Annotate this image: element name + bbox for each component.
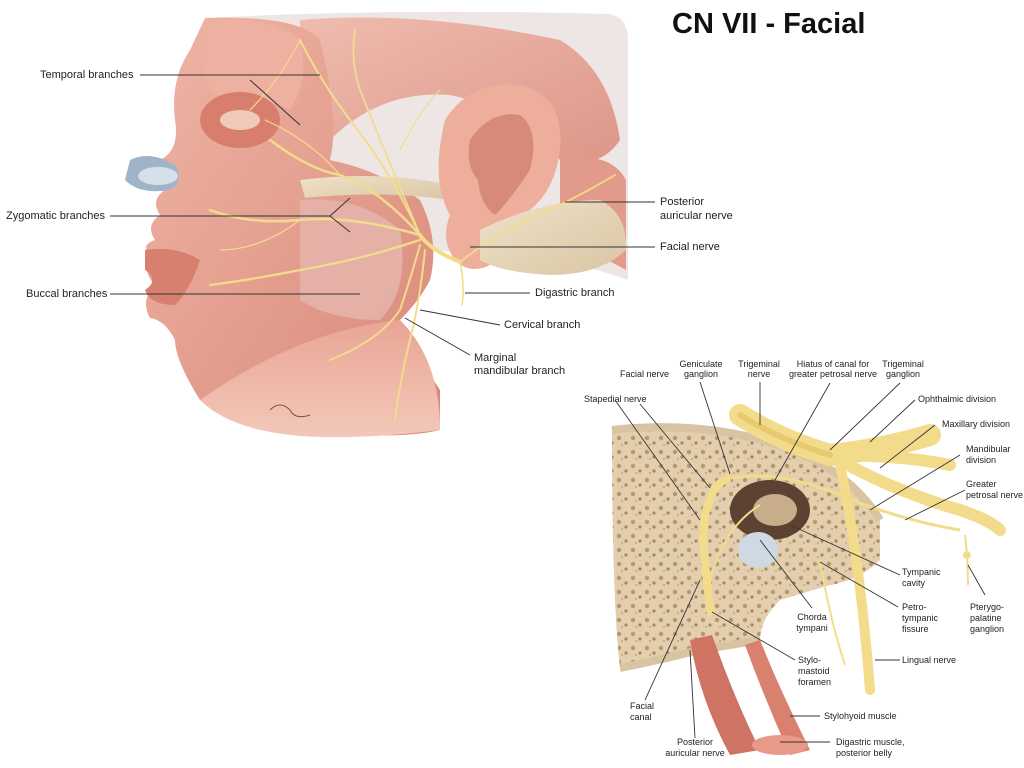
- digastric-muscle: [690, 635, 760, 755]
- detail-leader-lines: [614, 381, 986, 743]
- label-trigeminal-ganglion-2: ganglion: [885, 369, 921, 379]
- label-greater-petrosal-1: Greater: [966, 479, 997, 489]
- facial-nerve-branches: [208, 29, 616, 421]
- label-stylohyoid-muscle: Stylohyoid muscle: [824, 711, 897, 721]
- label-pterygo-2: palatine: [970, 613, 1002, 623]
- pterygopalatine-ganglion: [964, 534, 969, 586]
- label-facial-nerve: Facial nerve: [660, 241, 720, 253]
- petrous-illustration: [611, 404, 1006, 755]
- lips: [145, 248, 200, 305]
- trigeminal-bundles: [729, 404, 1006, 695]
- label-zygomatic-branches: Zygomatic branches: [6, 210, 106, 222]
- label-tympanic-1: Tympanic: [902, 567, 941, 577]
- chorda-tympani: [707, 504, 761, 591]
- label-petro-2: tympanic: [902, 613, 939, 623]
- label-d-facial-nerve: Facial nerve: [620, 369, 670, 379]
- label-trigeminal-nerve-2: nerve: [747, 369, 771, 379]
- label-post-aur-1: Posterior: [676, 737, 713, 747]
- label-stylo-1: Stylo-: [798, 655, 822, 665]
- label-lingual-nerve: Lingual nerve: [902, 655, 957, 665]
- label-digastric-branch: Digastric branch: [535, 287, 615, 299]
- zygomatic-arch: [300, 176, 450, 200]
- nostril: [138, 167, 178, 185]
- label-greater-petrosal-2: petrosal nerve: [966, 490, 1024, 500]
- label-petro-1: Petro-: [902, 602, 927, 612]
- label-posterior-auricular-1: Posterior: [660, 196, 705, 208]
- neck-platysma: [200, 320, 440, 438]
- label-ophthalmic-division: Ophthalmic division: [918, 394, 997, 404]
- label-chorda-2: tympani: [796, 623, 828, 633]
- ear-inner: [468, 114, 534, 215]
- eye: [220, 110, 260, 130]
- stylohyoid-muscle: [745, 640, 810, 755]
- label-digastric-1: Digastric muscle,: [836, 737, 905, 747]
- label-mandibular-2: division: [966, 455, 997, 465]
- label-marginal-2: mandibular branch: [474, 365, 566, 377]
- lingual-nerve: [819, 559, 846, 666]
- frontalis-muscle: [201, 18, 304, 110]
- label-chorda-1: Chorda: [797, 612, 827, 622]
- label-cervical-branch: Cervical branch: [504, 319, 581, 331]
- mastoid-bone: [480, 200, 627, 275]
- label-facial-canal-1: Facial: [630, 701, 655, 711]
- ossicles: [753, 494, 797, 526]
- facial-nerve-canal: [699, 474, 732, 617]
- label-marginal-1: Marginal: [474, 352, 517, 364]
- label-stylo-3: foramen: [798, 677, 832, 687]
- label-pterygo-3: ganglion: [970, 624, 1005, 634]
- slide-title: CN VII - Facial: [672, 8, 866, 40]
- label-geniculate-2: ganglion: [683, 369, 719, 379]
- label-mandibular-1: Mandibular: [966, 444, 1011, 454]
- label-temporal-branches: Temporal branches: [40, 69, 134, 81]
- artist-signature: [269, 404, 311, 418]
- label-stapedial-nerve: Stapedial nerve: [584, 394, 647, 404]
- label-post-aur-2: auricular nerve: [665, 748, 725, 758]
- label-maxillary-division: Maxillary division: [942, 419, 1011, 429]
- label-geniculate-1: Geniculate: [679, 359, 723, 369]
- label-hiatus-1: Hiatus of canal for: [796, 359, 870, 369]
- label-tympanic-2: cavity: [902, 578, 926, 588]
- label-hiatus-2: greater petrosal nerve: [788, 369, 878, 379]
- label-digastric-2: posterior belly: [836, 748, 893, 758]
- cochlear-window: [738, 532, 778, 568]
- label-pterygo-1: Pterygo-: [970, 602, 1005, 612]
- face-leader-lines: [110, 74, 655, 356]
- label-buccal-branches: Buccal branches: [26, 288, 108, 300]
- label-petro-3: fissure: [902, 624, 929, 634]
- label-posterior-auricular-2: auricular nerve: [660, 210, 733, 222]
- label-trigeminal-nerve-1: Trigeminal: [738, 359, 780, 369]
- label-stylo-2: mastoid: [798, 666, 830, 676]
- label-trigeminal-ganglion-1: Trigeminal: [882, 359, 924, 369]
- label-facial-canal-2: canal: [630, 712, 652, 722]
- greater-petrosal-nerve: [729, 474, 961, 532]
